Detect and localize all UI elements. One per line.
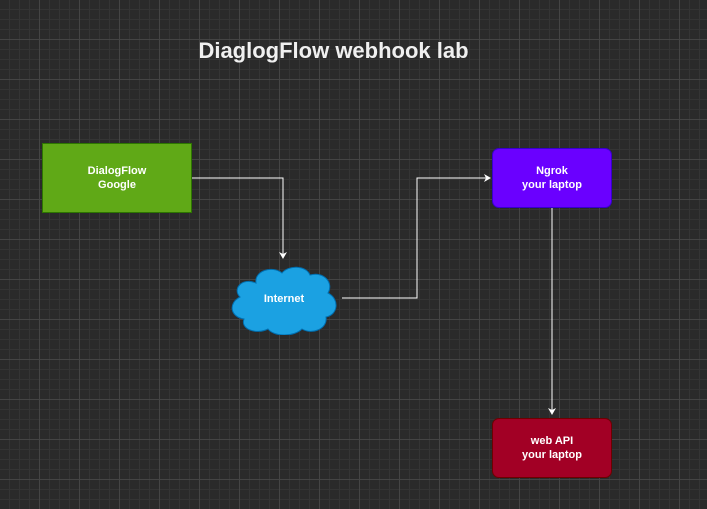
node-ngrok[interactable]: Ngrok your laptop (492, 148, 612, 208)
node-ngrok-line1: Ngrok (536, 165, 568, 177)
cloud-shape (231, 266, 337, 335)
node-internet[interactable]: Internet (228, 263, 340, 335)
edge-internet-to-ngrok (342, 174, 491, 299)
node-webapi-line2: your laptop (522, 449, 582, 461)
diagram-title: DiaglogFlow webhook lab (198, 38, 469, 63)
node-webapi-line1: web API (530, 435, 574, 447)
node-ngrok-line2: your laptop (522, 179, 582, 191)
edge-dialogflow-to-internet (192, 177, 287, 259)
node-dialogflow-line1: DialogFlow (87, 165, 147, 177)
node-dialogflow[interactable]: DialogFlow Google (42, 143, 192, 213)
node-webapi[interactable]: web API your laptop (492, 418, 612, 478)
node-internet-label: Internet (263, 293, 305, 305)
node-dialogflow-line2: Google (98, 179, 136, 191)
